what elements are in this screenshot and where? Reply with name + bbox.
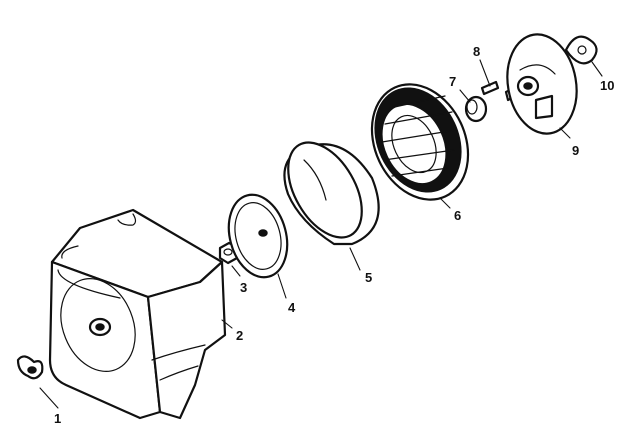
callout-1: 1 [54, 411, 61, 426]
leader-lines [39, 59, 603, 409]
callout-8: 8 [473, 44, 480, 59]
part-1-wing-nut [16, 355, 44, 380]
callout-6: 6 [454, 208, 461, 223]
callout-4: 4 [288, 300, 296, 315]
part-7-bushing [464, 95, 488, 123]
part-9-backplate [506, 33, 578, 135]
part-4-plate [227, 193, 289, 279]
part-5-precleaner [283, 141, 380, 246]
callout-5: 5 [365, 270, 372, 285]
callout-3: 3 [240, 280, 247, 295]
part-6-filter [370, 83, 470, 201]
part-2-cover [48, 208, 227, 420]
callout-10: 10 [600, 78, 614, 93]
callout-2: 2 [236, 328, 243, 343]
callout-7: 7 [449, 74, 456, 89]
callout-9: 9 [572, 143, 579, 158]
part-10-gasket [564, 35, 598, 65]
